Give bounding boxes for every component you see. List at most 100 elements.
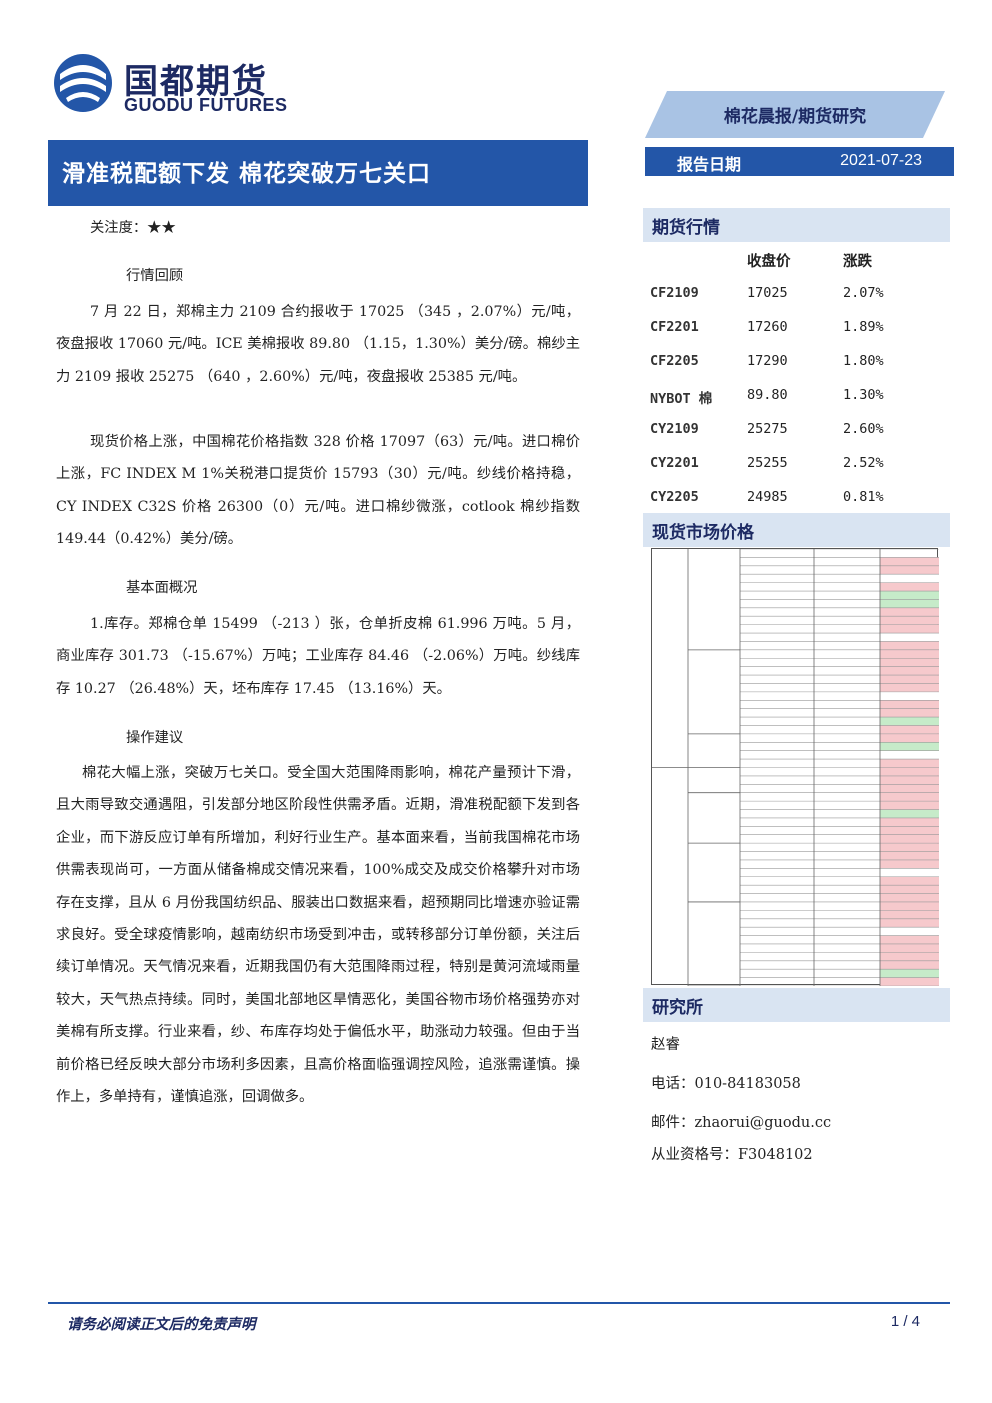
column-header-change: 涨跌 [843,253,872,270]
guodu-logo-icon [54,54,112,112]
spot-change-cell [880,826,939,835]
spot-change-cell [880,859,939,869]
report-date-bar: 报告日期 2021-07-23 [645,147,954,176]
spot-change-cell [880,759,939,768]
spot-change-cell [880,591,939,600]
price-change: 2.60% [843,421,884,437]
spot-change-cell [880,901,939,911]
spot-change-cell [880,658,939,667]
spot-change-cell [880,834,939,844]
logo-chinese-name: 国都期货 [124,62,268,102]
contract-name: CY2201 [650,455,699,471]
spot-change-cell [880,565,939,575]
report-date-value: 2021-07-23 [840,152,922,169]
spot-change-cell [880,733,939,743]
paragraph-inventory: 1.库存。郑棉仓单 15499 （-213 ）张，仓单折皮棉 61.996 万吨… [56,616,580,697]
spot-change-cell [880,557,939,566]
spot-change-cell [880,960,939,970]
table-row: CF2205 17290 1.80% [650,351,950,375]
report-date-label: 报告日期 [677,155,742,174]
table-row: CY2109 25275 2.60% [650,419,950,443]
table-row: NYBOT 棉 89.80 1.30% [650,385,950,409]
table-row: CF2201 17260 1.89% [650,317,950,341]
analyst-license: 从业资格号：F3048102 [651,1147,813,1163]
spot-change-cell [880,868,939,877]
research-title: 研究所 [652,998,703,1018]
footer-divider [48,1302,950,1304]
spot-change-cell [880,910,939,919]
contract-name: NYBOT 棉 [650,391,713,407]
spot-price-table-image [651,548,939,986]
title-divider [48,204,588,206]
close-price: 17290 [747,353,788,369]
price-change: 1.89% [843,319,884,335]
table-row: CY2201 25255 2.52% [650,453,950,477]
spot-change-cell [880,574,939,583]
spot-change-cell [880,801,939,810]
disclaimer-link[interactable]: 请务必阅读正文后的免责声明 [67,1316,256,1333]
spot-change-cell [880,666,939,676]
section-heading-fundamentals: 基本面概况 [126,580,198,596]
spot-change-cell [880,809,939,818]
company-logo: 国都期货 GUODU FUTURES [52,52,292,118]
spot-change-cell [880,775,939,785]
price-change: 1.80% [843,353,884,369]
spot-change-cell [880,767,939,776]
spot-change-cell [880,927,939,936]
page-number: 1 / 4 [890,1313,920,1330]
price-change: 2.07% [843,285,884,301]
spot-change-cell [880,977,939,986]
spot-change-cell [880,918,939,928]
contract-name: CY2109 [650,421,699,437]
close-price: 17260 [747,319,788,335]
spot-change-cell [880,708,939,718]
price-change: 2.52% [843,455,884,471]
spot-change-cell [880,691,939,701]
contract-name: CY2205 [650,489,699,505]
spot-change-cell [880,700,939,709]
spot-change-cell [880,742,939,751]
paragraph-futures-review: 7 月 22 日，郑棉主力 2109 合约报收于 17025 （345 ，2.0… [56,304,580,385]
close-price: 89.80 [747,387,788,403]
spot-change-cell [880,683,939,692]
research-header: 研究所 [643,988,950,1022]
report-title: 滑准税配额下发 棉花突破万七关口 [62,160,432,187]
spot-change-cell [880,885,939,894]
spot-change-cell [880,843,939,852]
spot-change-cell [880,750,939,760]
spot-change-cell [880,952,939,961]
contract-name: CF2201 [650,319,699,335]
spot-change-cell [880,599,939,608]
spot-change-cell [880,792,939,802]
close-price: 25255 [747,455,788,471]
spot-change-cell [880,633,939,642]
analyst-phone: 电话：010-84183058 [651,1076,801,1092]
analyst-email: 邮件：zhaorui@guodu.cc [651,1115,832,1131]
report-type-banner: 棉花晨报/期货研究 [645,91,945,138]
close-price: 24985 [747,489,788,505]
spot-change-cell [880,969,939,978]
logo-english-name: GUODU FUTURES [124,95,288,115]
spot-change-cell [880,582,939,592]
spot-change-cell [880,784,939,793]
spot-change-cell [880,893,939,902]
table-row: CY2205 24985 0.81% [650,487,950,511]
section-heading-advice: 操作建议 [126,730,184,746]
spot-change-cell [880,851,939,860]
paragraph-operation-advice: 棉花大幅上涨，突破万七关口。受全国大范围降雨影响，棉花产量预计下滑，且大雨导致交… [56,765,580,1106]
price-change: 0.81% [843,489,884,505]
close-price: 25275 [747,421,788,437]
spot-change-cell [880,943,939,953]
futures-quotes-header: 期货行情 [643,208,950,242]
spot-change-cell [880,624,939,634]
spot-change-cell [880,935,939,944]
paragraph-spot-review: 现货价格上涨，中国棉花价格指数 328 价格 17097（63）元/吨。进口棉价… [56,434,580,548]
spot-change-cell [880,717,939,726]
contract-name: CF2109 [650,285,699,301]
attention-rating: 关注度：★★ [90,220,176,236]
spot-price-grid [652,549,939,986]
spot-change-cell [880,675,939,684]
contract-name: CF2205 [650,353,699,369]
spot-market-header: 现货市场价格 [643,513,950,547]
futures-quotes-title: 期货行情 [652,218,720,238]
